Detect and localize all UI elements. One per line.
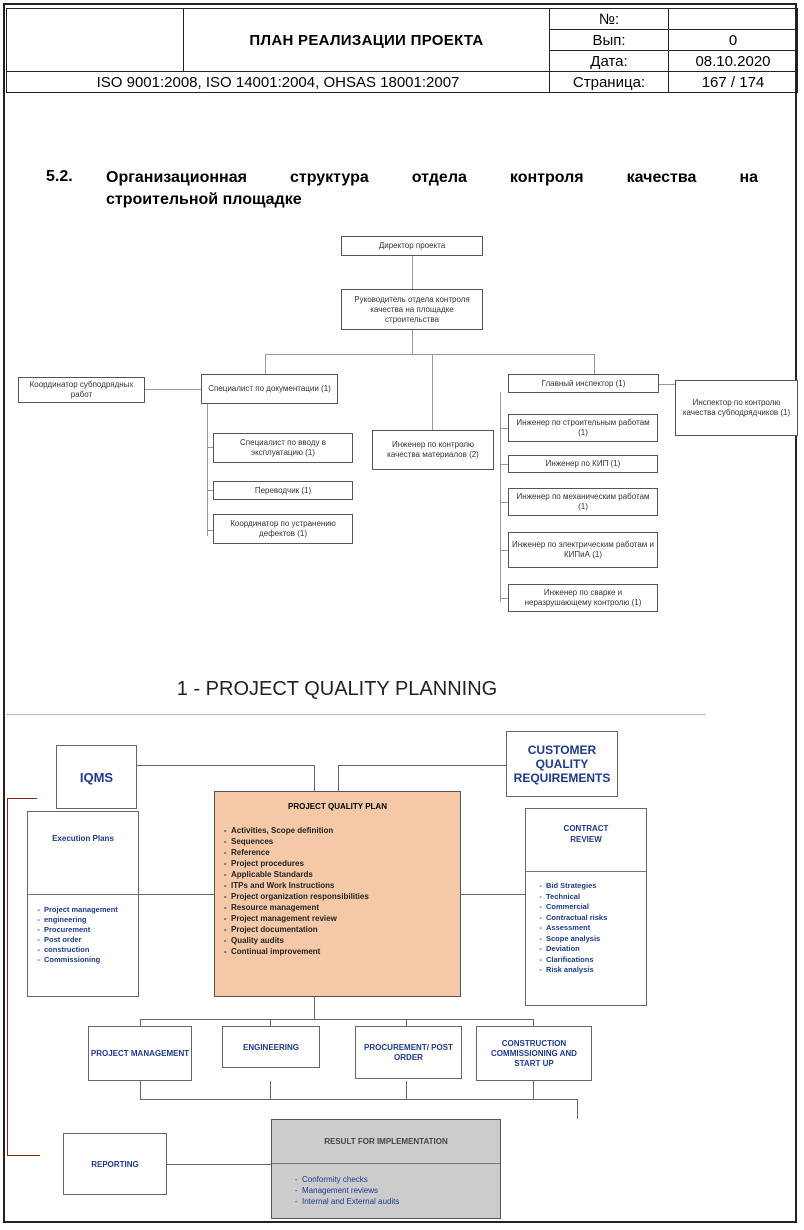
org-box-defect-coordinator: Координатор по устранению дефектов (1) <box>213 514 353 544</box>
execution-plans-list: Project managementengineeringProcurement… <box>28 905 118 965</box>
page-frame <box>3 3 797 1223</box>
plan-item: Resource management <box>231 902 460 913</box>
page-label: Страница: <box>549 71 669 93</box>
plan-item: Continual improvement <box>231 946 460 957</box>
plan-item: Reference <box>231 847 460 858</box>
contract-review-box: CONTRACT REVIEW Bid StrategiesTechnicalC… <box>525 808 647 1006</box>
project-management-box: PROJECT MANAGEMENT <box>88 1026 192 1081</box>
org-box-welding-engineer: Инженер по сварке и неразрушающему контр… <box>508 584 658 612</box>
contract-review-item: Assessment <box>546 923 607 934</box>
reporting-box: REPORTING <box>63 1133 167 1195</box>
execution-plan-item: engineering <box>44 915 118 925</box>
plan-item: ITPs and Work Instructions <box>231 880 460 891</box>
procurement-box: PROCUREMENT/ POST ORDER <box>355 1026 462 1079</box>
org-box-subcontractor-inspector: Инспектор по контролю качества субподряд… <box>675 380 798 436</box>
contract-review-list: Bid StrategiesTechnicalCommercialContrac… <box>530 881 607 976</box>
contract-review-title: CONTRACT REVIEW <box>563 824 609 844</box>
page-value: 167 / 174 <box>668 71 798 93</box>
plan-item: Applicable Standards <box>231 869 460 880</box>
number-value <box>668 8 798 30</box>
revision-value: 0 <box>668 29 798 51</box>
contract-review-item: Bid Strategies <box>546 881 607 892</box>
iqms-box: IQMS <box>56 745 137 809</box>
implementation-list: Conformity checksManagement reviewsInter… <box>286 1174 500 1207</box>
contract-review-item: Risk analysis <box>546 965 607 976</box>
org-box-instrumentation-engineer: Инженер по КИП (1) <box>508 455 658 473</box>
contract-review-item: Commercial <box>546 902 607 913</box>
section-title-line2: строительной площадке <box>106 191 302 208</box>
implementation-item: Conformity checks <box>302 1174 500 1185</box>
org-box-project-director: Директор проекта <box>341 236 483 256</box>
org-box-mechanical-engineer: Инженер по механическим работам (1) <box>508 488 658 516</box>
contract-review-item: Scope analysis <box>546 934 607 945</box>
org-box-commissioning-specialist: Специалист по вводу в эксплуатацию (1) <box>213 433 353 463</box>
section-title-line1: Организационная структура отдела контрол… <box>106 169 758 186</box>
org-box-materials-qc-engineer: Инженер по контролю качества материалов … <box>372 430 494 470</box>
execution-plans-box: Execution Plans Project managementengine… <box>27 811 139 997</box>
execution-plan-item: construction <box>44 945 118 955</box>
pqp-title: 1 - PROJECT QUALITY PLANNING <box>176 678 498 700</box>
contract-review-item: Deviation <box>546 944 607 955</box>
plan-item: Sequences <box>231 836 460 847</box>
standards-text: ISO 9001:2008, ISO 14001:2004, OHSAS 180… <box>6 71 550 93</box>
plan-item: Project management review <box>231 913 460 924</box>
org-box-chief-inspector: Главный инспектор (1) <box>508 374 659 393</box>
contract-review-item: Technical <box>546 892 607 903</box>
date-value: 08.10.2020 <box>668 50 798 72</box>
project-quality-plan-box: PROJECT QUALITY PLAN Activities, Scope d… <box>214 791 461 997</box>
execution-plan-item: Project management <box>44 905 118 915</box>
plan-item: Activities, Scope definition <box>231 825 460 836</box>
execution-plan-item: Commissioning <box>44 955 118 965</box>
contract-review-item: Contractual risks <box>546 913 607 924</box>
implementation-item: Management reviews <box>302 1185 500 1196</box>
date-label: Дата: <box>549 50 669 72</box>
org-box-subcontract-coordinator: Координатор субподрядных работ <box>18 377 145 403</box>
plan-items-list: Activities, Scope definitionSequencesRef… <box>215 825 460 957</box>
implementation-item: Internal and External audits <box>302 1196 500 1207</box>
implementation-box: RESULT FOR IMPLEMENTATION Conformity che… <box>271 1119 501 1219</box>
plan-title: PROJECT QUALITY PLAN <box>288 802 387 811</box>
implementation-title: RESULT FOR IMPLEMENTATION <box>324 1137 448 1146</box>
execution-plan-item: Procurement <box>44 925 118 935</box>
execution-plans-title: Execution Plans <box>52 834 114 843</box>
pqp-divider <box>6 714 706 715</box>
engineering-box: ENGINEERING <box>222 1026 320 1068</box>
org-box-translator: Переводчик (1) <box>213 481 353 500</box>
org-box-civil-engineer: Инженер по строительным работам (1) <box>508 414 658 442</box>
construction-box: CONSTRUCTION COMMISSIONING AND START UP <box>476 1026 592 1081</box>
logo-cell <box>6 8 184 72</box>
revision-label: Вып: <box>549 29 669 51</box>
plan-item: Project documentation <box>231 924 460 935</box>
document-header: ПЛАН РЕАЛИЗАЦИИ ПРОЕКТА №: Вып: 0 Дата: … <box>6 8 798 93</box>
section-number: 5.2. <box>46 168 73 185</box>
number-label: №: <box>549 8 669 30</box>
customer-requirements-box: CUSTOMER QUALITY REQUIREMENTS <box>506 731 618 797</box>
org-box-documentation-specialist: Специалист по документации (1) <box>201 374 338 404</box>
plan-item: Quality audits <box>231 935 460 946</box>
header-title: ПЛАН РЕАЛИЗАЦИИ ПРОЕКТА <box>183 8 550 72</box>
contract-review-item: Clarifications <box>546 955 607 966</box>
plan-item: Project procedures <box>231 858 460 869</box>
org-box-electrical-engineer: Инженер по электрическим работам и КИПиА… <box>508 532 658 568</box>
plan-item: Project organization responsibilities <box>231 891 460 902</box>
org-box-qc-head: Руководитель отдела контроля качества на… <box>341 289 483 330</box>
execution-plan-item: Post order <box>44 935 118 945</box>
